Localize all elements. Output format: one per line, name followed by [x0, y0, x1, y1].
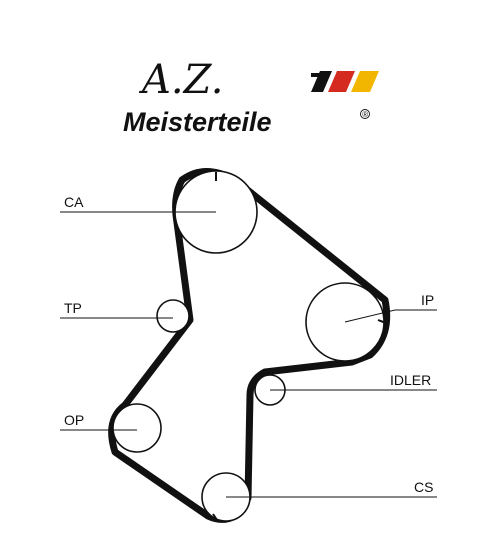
label-op: OP	[64, 412, 84, 428]
pulley-op	[112, 403, 162, 453]
leader-lines	[60, 211, 437, 498]
label-ca: CA	[64, 194, 84, 210]
label-cs: CS	[414, 479, 433, 495]
leader-line-ip	[344, 309, 437, 323]
timing-belt	[108, 168, 391, 523]
flag-stripes-icon	[311, 71, 379, 92]
pulley-tp	[156, 299, 190, 333]
registered-mark-icon	[360, 109, 370, 119]
registered-mark: ®	[362, 110, 368, 119]
logo-initials: A.Z.	[138, 57, 223, 103]
label-ip: IP	[421, 292, 434, 308]
label-tp: TP	[64, 300, 82, 316]
logo-name: Meisterteile	[123, 107, 272, 137]
label-idler: IDLER	[390, 372, 431, 388]
brand-logo: A.Z. Meisterteile ®	[123, 57, 379, 137]
